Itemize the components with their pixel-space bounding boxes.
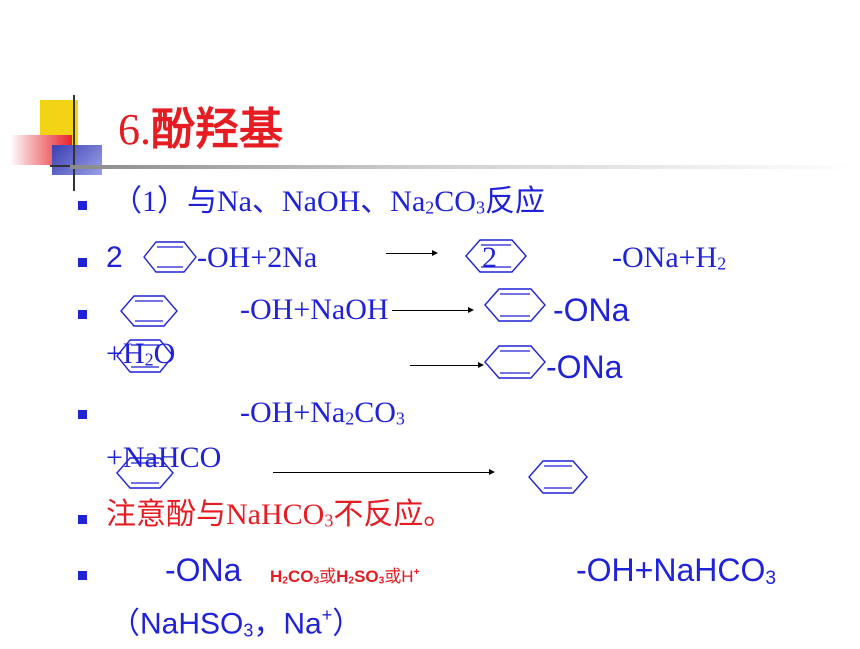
benzene-ring-icon xyxy=(120,295,178,327)
arrow-icon xyxy=(273,469,495,475)
line-2-coefficient-2: 2 xyxy=(482,241,497,274)
vertical-rule xyxy=(73,95,75,191)
line-3-continuation: +H2O xyxy=(106,337,176,370)
benzene-ring-icon xyxy=(484,288,546,322)
corner-decoration xyxy=(10,95,110,195)
title-text: 酚羟基 xyxy=(151,105,283,154)
line-6-condition: H2CO3或H2SO3或H+ xyxy=(270,567,420,587)
title-underline xyxy=(70,165,860,169)
benzene-ring-icon xyxy=(465,239,527,273)
line-6-left: -ONa xyxy=(165,552,242,588)
arrow-icon xyxy=(410,362,484,368)
line-6-right: -OH+NaHCO3 xyxy=(576,552,777,589)
benzene-ring-icon xyxy=(528,460,588,494)
line-2-coefficient: 2 xyxy=(106,241,123,274)
title-number: 6. xyxy=(118,105,151,154)
benzene-ring-icon xyxy=(116,457,174,489)
benzene-ring-icon xyxy=(484,345,546,379)
line-1: （1）与Na、NaOH、Na2CO3反应 xyxy=(112,185,545,218)
bullet-1 xyxy=(78,201,87,210)
arrow-icon xyxy=(386,250,438,256)
arrow-icon xyxy=(392,307,474,313)
bullet-6 xyxy=(78,571,87,580)
line-5-note: 注意酚与NaHCO3不反应。 xyxy=(106,498,454,531)
line-4-continuation: +NaHCO xyxy=(106,441,222,474)
line-3-left: -OH+NaOH xyxy=(240,293,389,326)
line-2-right: -ONa+H2 xyxy=(612,241,727,274)
line-3-right-2: -ONa xyxy=(546,349,623,385)
line-3-right: -ONa xyxy=(553,292,630,328)
line-6-continuation: （NaHSO3，Na+） xyxy=(110,605,363,641)
line-2-left: -OH+2Na xyxy=(197,241,318,274)
benzene-ring-icon xyxy=(116,339,174,373)
bullet-5 xyxy=(78,515,87,524)
bullet-2 xyxy=(78,258,87,267)
bullet-3 xyxy=(78,310,87,319)
blue-square xyxy=(52,145,102,175)
bullet-4 xyxy=(78,410,87,419)
benzene-ring-icon xyxy=(143,241,197,273)
page-title: 6.酚羟基 xyxy=(118,104,283,156)
line-4-left: -OH+Na2CO3 xyxy=(240,396,405,429)
